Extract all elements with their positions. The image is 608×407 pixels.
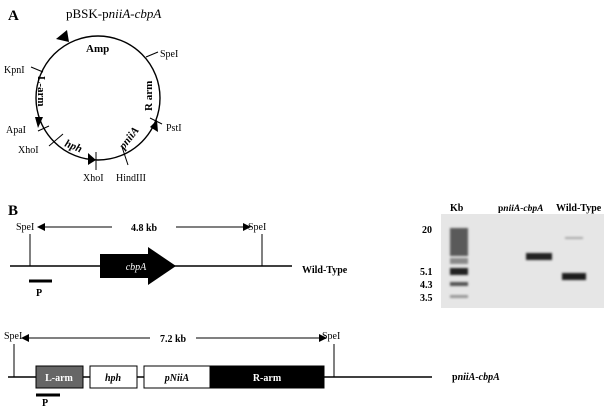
psti-label: PstI (166, 123, 182, 134)
mutant-lane (526, 253, 552, 260)
ladder-lane (450, 228, 468, 298)
wt-cbpa-gene-arrow (100, 247, 176, 285)
amp-label: Amp (86, 43, 109, 55)
hph-box-label: hph (105, 373, 122, 384)
hph-label: hph (63, 138, 84, 156)
ladder-band-high (450, 228, 468, 256)
amp-arrowhead (56, 30, 69, 42)
marker-4-3: 4.3 (420, 280, 433, 291)
plasmid-title: pBSK-pniiA-cbpA (66, 6, 161, 21)
wt-spei-left-label: SpeI (16, 222, 34, 233)
pniia-label: pniiA (116, 125, 142, 153)
wt-cbpa-gene-label: cbpA (126, 262, 147, 273)
pniia-arrowhead (150, 120, 158, 132)
kpni-label: KpnI (4, 65, 25, 76)
construct-distance-label: 7.2 kb (160, 334, 187, 345)
panel-a-label: A (8, 8, 19, 24)
spei-tick (145, 51, 159, 58)
ladder-band-4-3 (450, 282, 468, 286)
xhoi-left-tick (48, 133, 64, 147)
ladder-band-5-1 (450, 268, 468, 275)
construct-spei-right-label: SpeI (322, 331, 340, 342)
r-arm-box (209, 365, 325, 389)
marker-3-5: 3.5 (420, 293, 433, 304)
wt-distance-label: 4.8 kb (131, 223, 158, 234)
gel-lane-wt-label: Wild-Type (556, 203, 602, 214)
plasmid-circle (35, 35, 161, 161)
ladder-band-mid (450, 258, 468, 264)
wild-type-band (562, 273, 586, 280)
ladder-band-3-5 (450, 295, 468, 298)
l-arm-box (35, 365, 84, 389)
l-arm-box-label: L-arm (45, 373, 73, 384)
l-arm-arrowhead (35, 117, 43, 128)
spei-label: SpeI (160, 49, 178, 60)
wild-type-lane (562, 237, 586, 280)
gel-lane-kb-label: Kb (450, 203, 464, 214)
wt-spei-right-label: SpeI (248, 222, 266, 233)
marker-5-1: 5.1 (420, 267, 433, 278)
r-arm-label: R arm (143, 81, 155, 111)
hindiii-tick (121, 146, 129, 166)
gel-lane-mutant-label: pniiA-cbpA (498, 204, 543, 214)
construct-probe-label: P (42, 398, 48, 407)
panel-b-label: B (8, 203, 18, 219)
apai-label: ApaI (6, 125, 26, 136)
kpni-tick (30, 66, 44, 73)
psti-tick (149, 117, 163, 125)
xhoi-bottom-label: XhoI (83, 173, 104, 184)
hindiii-label: HindIII (116, 173, 146, 184)
hph-arrowhead (88, 153, 96, 165)
l-arm-label: L-arm (35, 76, 47, 107)
construct-spei-left-label: SpeI (4, 331, 22, 342)
construct-map-name: pniiA-cbpA (452, 372, 500, 383)
marker-20: 20 (422, 225, 432, 236)
gel-blot-shade (441, 214, 604, 308)
r-arm-box-label: R-arm (253, 373, 282, 384)
pniia-box-label: pNiiA (164, 373, 190, 384)
wt-probe-label: P (36, 288, 42, 299)
gel-blot (441, 214, 604, 308)
xhoi-left-label: XhoI (18, 145, 39, 156)
apai-tick (37, 125, 50, 132)
hph-box (89, 365, 138, 389)
mutant-band (526, 253, 552, 260)
wt-map-name: Wild-Type (302, 265, 348, 276)
wild-type-faint-band (565, 237, 583, 239)
